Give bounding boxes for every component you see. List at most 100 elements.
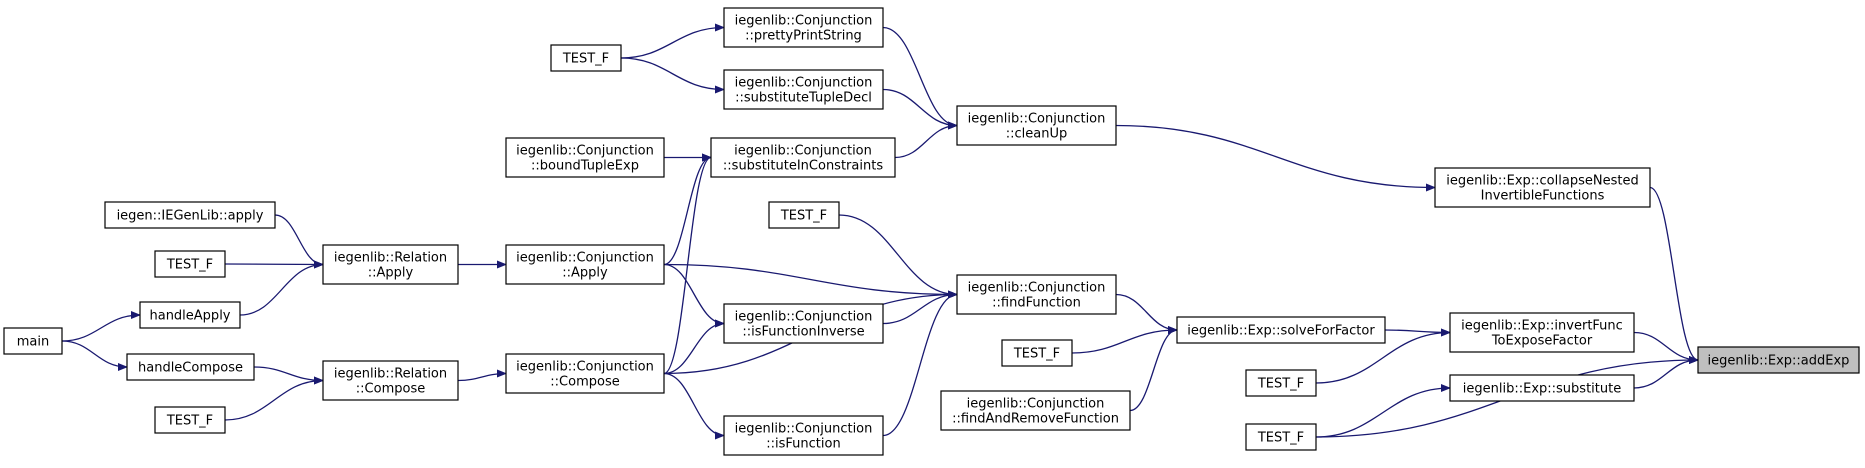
node-isFunctionInverse[interactable]: iegenlib::Conjunction::isFunctionInverse xyxy=(723,303,884,344)
edge-line xyxy=(1129,326,1178,412)
node-main[interactable]: main xyxy=(3,327,63,355)
edge-solveForFactor-to-invertFunc xyxy=(1384,328,1451,337)
node-label: iegenlib::Conjunction xyxy=(735,422,873,437)
edge-prettyPrint-to-cleanUp xyxy=(882,26,958,130)
node-box xyxy=(768,201,840,229)
node-box xyxy=(956,274,1117,315)
node-testF_sub[interactable]: TEST_F xyxy=(1245,423,1317,451)
node-box xyxy=(505,244,665,285)
edge-findFunction-to-solveForFactor xyxy=(1115,293,1178,334)
node-testF_ff[interactable]: TEST_F xyxy=(768,201,840,229)
edge-testF_pp-to-substituteTuple xyxy=(620,57,725,94)
node-testF_ra[interactable]: TEST_F xyxy=(154,250,226,278)
node-solveForFactor[interactable]: iegenlib::Exp::solveForFactor xyxy=(1176,316,1386,344)
node-label: ::boundTupleExp xyxy=(531,159,639,174)
node-handleApply[interactable]: handleApply xyxy=(139,301,241,329)
node-findAndRemove[interactable]: iegenlib::Conjunction::findAndRemoveFunc… xyxy=(940,390,1131,431)
edge-line xyxy=(663,153,712,375)
node-testF_pp[interactable]: TEST_F xyxy=(550,44,622,72)
node-relApply[interactable]: iegenlib::Relation::Apply xyxy=(322,244,459,285)
node-addExp[interactable]: iegenlib::Exp::addExp xyxy=(1697,346,1860,374)
node-label: ::Apply xyxy=(368,266,414,281)
node-box xyxy=(104,201,276,229)
node-label: ::prettyPrintString xyxy=(745,29,862,44)
edge-line xyxy=(1384,328,1451,337)
node-box xyxy=(1245,423,1317,451)
node-box xyxy=(3,327,63,355)
edge-line xyxy=(663,263,958,299)
node-handleCompose[interactable]: handleCompose xyxy=(126,353,255,381)
node-label: iegenlib::Exp::solveForFactor xyxy=(1187,324,1375,339)
edge-line xyxy=(838,214,958,299)
edge-testF_rc-to-relCompose xyxy=(224,376,324,421)
node-boundTuple[interactable]: iegenlib::Conjunction::boundTupleExp xyxy=(505,137,665,178)
node-label: iegenlib::Conjunction xyxy=(967,397,1105,412)
edge-line xyxy=(663,372,725,440)
node-label: TEST_F xyxy=(1257,431,1304,446)
node-label: ::isFunction xyxy=(766,437,840,452)
node-box xyxy=(1449,312,1635,353)
node-iegenApply[interactable]: iegen::IEGenLib::apply xyxy=(104,201,276,229)
edge-line xyxy=(663,153,712,266)
edge-testF_sub-to-substitute xyxy=(1315,384,1451,438)
node-label: handleApply xyxy=(149,309,230,324)
edge-line xyxy=(274,214,324,269)
node-substitute[interactable]: iegenlib::Exp::substitute xyxy=(1449,374,1635,402)
node-testF_solve[interactable]: TEST_F xyxy=(1001,339,1073,367)
edge-line xyxy=(457,369,507,382)
node-substituteInC[interactable]: iegenlib::Conjunction::substituteInConst… xyxy=(710,137,896,178)
edge-line xyxy=(663,263,725,328)
edge-testF_ff-to-findFunction xyxy=(838,214,958,299)
edge-conjApply-to-findFunction xyxy=(663,263,958,299)
node-conjCompose[interactable]: iegenlib::Conjunction::Compose xyxy=(505,353,665,394)
node-label: ::substituteInConstraints xyxy=(723,159,883,174)
edge-testF_pp-to-prettyPrint xyxy=(620,23,725,59)
node-findFunction[interactable]: iegenlib::Conjunction::findFunction xyxy=(956,274,1117,315)
node-label: iegenlib::Exp::collapseNested xyxy=(1446,174,1638,189)
node-label: iegenlib::Conjunction xyxy=(735,14,873,29)
node-conjApply[interactable]: iegenlib::Conjunction::Apply xyxy=(505,244,665,285)
node-prettyPrint[interactable]: iegenlib::Conjunction::prettyPrintString xyxy=(723,7,884,48)
node-label: ToExposeFactor xyxy=(1491,334,1593,349)
edge-collapse-to-addExp xyxy=(1649,186,1699,364)
edge-line xyxy=(882,26,958,130)
node-label: iegenlib::Conjunction xyxy=(735,76,873,91)
edge-main-to-handleCompose xyxy=(61,340,128,371)
edge-line xyxy=(224,260,324,269)
node-box xyxy=(1697,346,1860,374)
node-box xyxy=(126,353,255,381)
node-label: iegenlib::Relation xyxy=(334,367,447,382)
node-box xyxy=(154,250,226,278)
node-box xyxy=(154,406,226,434)
node-isFunction[interactable]: iegenlib::Conjunction::isFunction xyxy=(723,415,884,456)
edge-findAndRemove-to-solveForFactor xyxy=(1129,326,1178,412)
node-cleanUp[interactable]: iegenlib::Conjunction::cleanUp xyxy=(956,105,1117,146)
node-box xyxy=(723,415,884,456)
node-label: InvertibleFunctions xyxy=(1481,189,1605,204)
node-testF_inv[interactable]: TEST_F xyxy=(1245,369,1317,397)
edge-isFunctionInverse-to-findFunction xyxy=(882,290,958,325)
node-box xyxy=(139,301,241,329)
edge-conjApply-to-substituteInC xyxy=(663,153,712,266)
edge-substituteInC-to-cleanUp xyxy=(894,121,958,159)
edge-line xyxy=(61,311,141,342)
node-collapse[interactable]: iegenlib::Exp::collapseNestedInvertibleF… xyxy=(1434,167,1651,208)
node-relCompose[interactable]: iegenlib::Relation::Compose xyxy=(322,360,459,401)
node-label: iegenlib::Conjunction xyxy=(968,112,1106,127)
node-substituteTuple[interactable]: iegenlib::Conjunction::substituteTupleDe… xyxy=(723,69,884,110)
node-box xyxy=(1001,339,1073,367)
node-box xyxy=(710,137,896,178)
node-label: ::findFunction xyxy=(992,296,1081,311)
edge-conjCompose-to-substituteInC xyxy=(663,153,712,375)
node-label: iegenlib::Exp::substitute xyxy=(1463,382,1621,397)
node-label: ::Apply xyxy=(562,266,608,281)
node-box xyxy=(505,137,665,178)
edge-testF_ra-to-relApply xyxy=(224,260,324,269)
edge-line xyxy=(620,57,725,94)
node-label: TEST_F xyxy=(780,209,827,224)
node-label: TEST_F xyxy=(166,414,213,429)
node-testF_rc[interactable]: TEST_F xyxy=(154,406,226,434)
edge-conjCompose-to-isFunction xyxy=(663,372,725,440)
